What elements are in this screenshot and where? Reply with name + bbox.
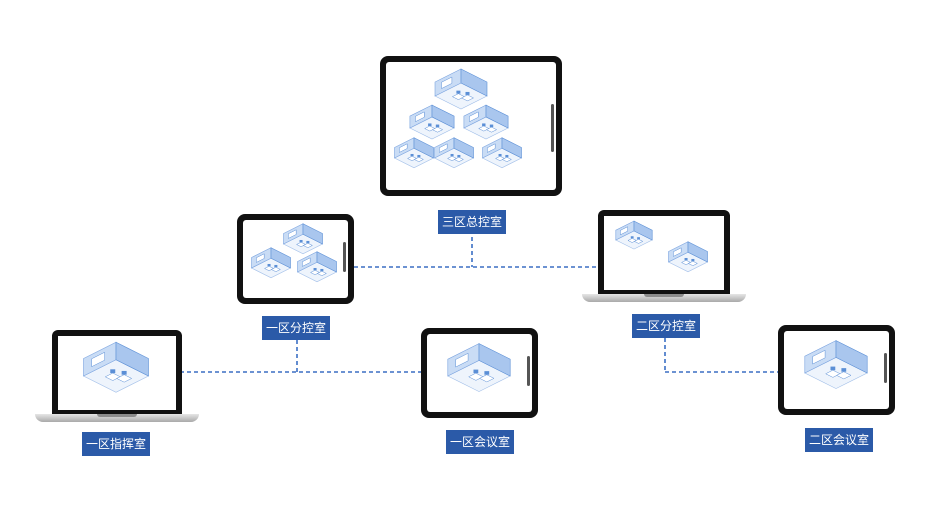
zone1-branch-tablet	[237, 214, 354, 304]
isometric-room-icon	[433, 137, 475, 169]
zone2-meeting-tablet	[778, 325, 895, 415]
zone1-command-lid	[52, 330, 182, 414]
zone2-branch-screen	[604, 216, 724, 290]
zone1-meeting-label: 一区会议室	[446, 430, 514, 454]
zone2-meeting-label: 二区会议室	[805, 428, 873, 452]
hq-tablet	[380, 56, 562, 196]
isometric-room-icon	[667, 241, 709, 273]
hq-side-button	[551, 104, 554, 152]
zone1-meeting-side-button	[527, 356, 530, 386]
zone1-command-notch	[97, 414, 137, 417]
zone2-meeting-side-button	[884, 353, 887, 383]
isometric-room-icon	[804, 340, 868, 389]
hq-screen	[386, 62, 556, 190]
zone2-branch-notch	[644, 294, 684, 297]
zone2-branch-rooms-illustration	[615, 220, 709, 273]
isometric-room-icon	[481, 137, 523, 169]
zone1-branch-label: 一区分控室	[262, 316, 330, 340]
isometric-room-icon	[463, 104, 509, 140]
isometric-room-icon	[615, 220, 653, 250]
isometric-room-icon	[250, 247, 292, 279]
isometric-room-icon	[296, 251, 338, 283]
isometric-room-icon	[409, 104, 455, 140]
zone1-branch-rooms-illustration	[250, 223, 338, 283]
zone1-command-label: 一区指挥室	[82, 432, 150, 456]
zone1-branch-side-button	[343, 242, 346, 272]
zone2-branch-base	[582, 294, 746, 302]
hq-label: 三区总控室	[438, 210, 506, 234]
zone1-command-base	[35, 414, 199, 422]
zone1-command-room-illustration	[82, 341, 150, 393]
isometric-room-icon	[393, 137, 435, 169]
zone2-branch-lid	[598, 210, 730, 294]
zone1-command-laptop	[35, 330, 199, 422]
zone1-branch-screen	[243, 220, 348, 298]
hq-rooms-illustration	[393, 68, 523, 169]
isometric-room-icon	[447, 343, 511, 392]
zone2-branch-laptop	[582, 210, 746, 302]
zone2-branch-label: 二区分控室	[632, 314, 700, 338]
zone2-meeting-screen	[784, 331, 889, 409]
zone1-command-screen	[58, 336, 176, 410]
isometric-room-icon	[82, 341, 150, 393]
zone1-meeting-room-illustration	[447, 343, 511, 392]
zone1-meeting-screen	[427, 334, 532, 412]
zone2-meeting-room-illustration	[804, 340, 868, 389]
isometric-room-icon	[434, 68, 488, 110]
isometric-room-icon	[282, 223, 324, 255]
zone1-meeting-tablet	[421, 328, 538, 418]
